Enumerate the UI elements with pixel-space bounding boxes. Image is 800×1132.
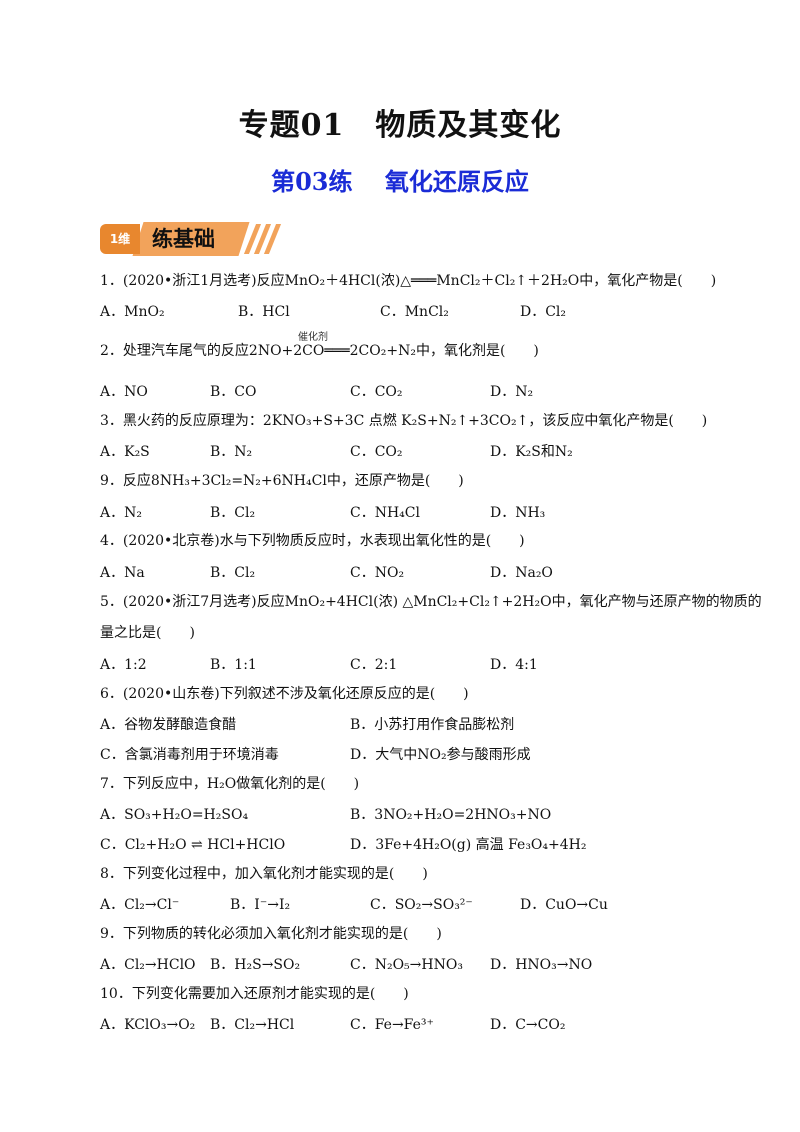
option-c: C．Cl₂+H₂O ⇌ HCl+HClO [100,837,286,853]
option-b: B．CO [210,384,257,400]
question-options: A．谷物发酵酿造食醋 B．小苏打用作食品膨松剂 [100,714,720,734]
question-stem: 10．下列变化需要加入还原剂才能实现的是( ) [100,986,409,1002]
question-options: A．NO B．CO C．CO₂ D．N₂ [100,381,720,401]
banner-label: 练基础 [152,227,215,251]
option-c: C．N₂O₅→HNO₃ [350,957,463,973]
question-options: A．Cl₂→Cl⁻ B．I⁻→I₂ C．SO₂→SO₃²⁻ D．CuO→Cu [100,894,720,914]
option-a: A．NO [100,384,148,400]
question-stem: 9．反应8NH₃+3Cl₂=N₂+6NH₄Cl中，还原产物是( ) [100,473,464,489]
question-stem: 2．处理汽车尾气的反应2NO+2CO═══2CO₂+N₂中，氧化剂是( ) [100,343,539,359]
option-d: D．HNO₃→NO [490,957,593,973]
option-d: D．Cl₂ [520,304,567,320]
section-banner: 1维 练基础 [100,222,282,256]
option-d: D．K₂S和N₂ [490,444,573,460]
question-stem: 9．下列物质的转化必须加入氧化剂才能实现的是( ) [100,926,442,942]
option-c: C．CO₂ [350,384,403,400]
question-stem: 5．(2020•浙江7月选考)反应MnO₂+4HCl(浓) △MnCl₂+Cl₂… [100,594,762,610]
question-options: A．SO₃+H₂O=H₂SO₄ B．3NO₂+H₂O=2HNO₃+NO [100,804,720,824]
option-c: C．SO₂→SO₃²⁻ [370,897,473,913]
option-b: B．3NO₂+H₂O=2HNO₃+NO [350,807,552,823]
page-title: 专题01 物质及其变化 [238,108,562,143]
question-options: A．Na B．Cl₂ C．NO₂ D．Na₂O [100,562,720,582]
option-a: A．MnO₂ [100,304,165,320]
option-a: A．1:2 [100,657,147,673]
option-d: D．Na₂O [490,565,553,581]
option-b: B．N₂ [210,444,253,460]
question-stem: 3．黑火药的反应原理为：2KNO₃+S+3C 点燃 K₂S+N₂↑+3CO₂↑，… [100,413,708,429]
option-b: B．1:1 [210,657,257,673]
option-b: B．Cl₂→HCl [210,1017,295,1033]
question-options: A．1:2 B．1:1 C．2:1 D．4:1 [100,654,720,674]
option-d: D．NH₃ [490,505,546,521]
question-stem: 6．(2020•山东卷)下列叙述不涉及氧化还原反应的是( ) [100,686,469,702]
option-c: C．2:1 [350,657,398,673]
reaction-condition: 催化剂 [298,332,328,343]
option-a: A．SO₃+H₂O=H₂SO₄ [100,807,249,823]
option-a: A．KClO₃→O₂ [100,1017,196,1033]
option-c: C．NH₄Cl [350,505,420,521]
option-a: A．N₂ [100,505,142,521]
option-b: B．HCl [238,304,290,320]
question-stem: 4．(2020•北京卷)水与下列物质反应时，水表现出氧化性的是( ) [100,533,525,549]
option-c: C．NO₂ [350,565,405,581]
option-a: A．Cl₂→Cl⁻ [100,897,180,913]
question-options: A．KClO₃→O₂ B．Cl₂→HCl C．Fe→Fe³⁺ D．C→CO₂ [100,1014,720,1034]
option-d: D．4:1 [490,657,538,673]
question-stem-continued: 量之比是( ) [100,625,195,641]
option-d: D．C→CO₂ [490,1017,566,1033]
banner-badge: 1维 [100,224,140,254]
option-b: B．H₂S→SO₂ [210,957,301,973]
question-options: C．Cl₂+H₂O ⇌ HCl+HClO D．3Fe+4H₂O(g) 高温 Fe… [100,834,720,854]
option-d: D．3Fe+4H₂O(g) 高温 Fe₃O₄+4H₂ [350,837,587,853]
option-b: B．Cl₂ [210,565,256,581]
option-a: A．Na [100,565,145,581]
question-options: A．K₂S B．N₂ C．CO₂ D．K₂S和N₂ [100,441,720,461]
option-c: C．含氯消毒剂用于环境消毒 [100,747,279,763]
question-options: A．Cl₂→HClO B．H₂S→SO₂ C．N₂O₅→HNO₃ D．HNO₃→… [100,954,720,974]
option-d: D．大气中NO₂参与酸雨形成 [350,747,531,763]
option-b: B．Cl₂ [210,505,256,521]
question-options: A．N₂ B．Cl₂ C．NH₄Cl D．NH₃ [100,502,720,522]
option-d: D．CuO→Cu [520,897,608,913]
question-stem: 8．下列变化过程中，加入氧化剂才能实现的是( ) [100,866,428,882]
option-c: C．MnCl₂ [380,304,449,320]
option-b: B．小苏打用作食品膨松剂 [350,717,515,733]
option-c: C．Fe→Fe³⁺ [350,1017,434,1033]
question-stem: 7．下列反应中，H₂O做氧化剂的是( ) [100,776,360,792]
option-a: A．K₂S [100,444,150,460]
question-stem: 1．(2020•浙江1月选考)反应MnO₂＋4HCl(浓)△═══MnCl₂＋C… [100,273,717,289]
question-options: A．MnO₂ B．HCl C．MnCl₂ D．Cl₂ [100,301,720,321]
option-d: D．N₂ [490,384,534,400]
option-c: C．CO₂ [350,444,403,460]
question-options: C．含氯消毒剂用于环境消毒 D．大气中NO₂参与酸雨形成 [100,744,720,764]
page-subtitle: 第03练 氧化还原反应 [271,167,529,196]
option-a: A．谷物发酵酿造食醋 [100,717,237,733]
option-a: A．Cl₂→HClO [100,957,196,973]
option-b: B．I⁻→I₂ [230,897,291,913]
